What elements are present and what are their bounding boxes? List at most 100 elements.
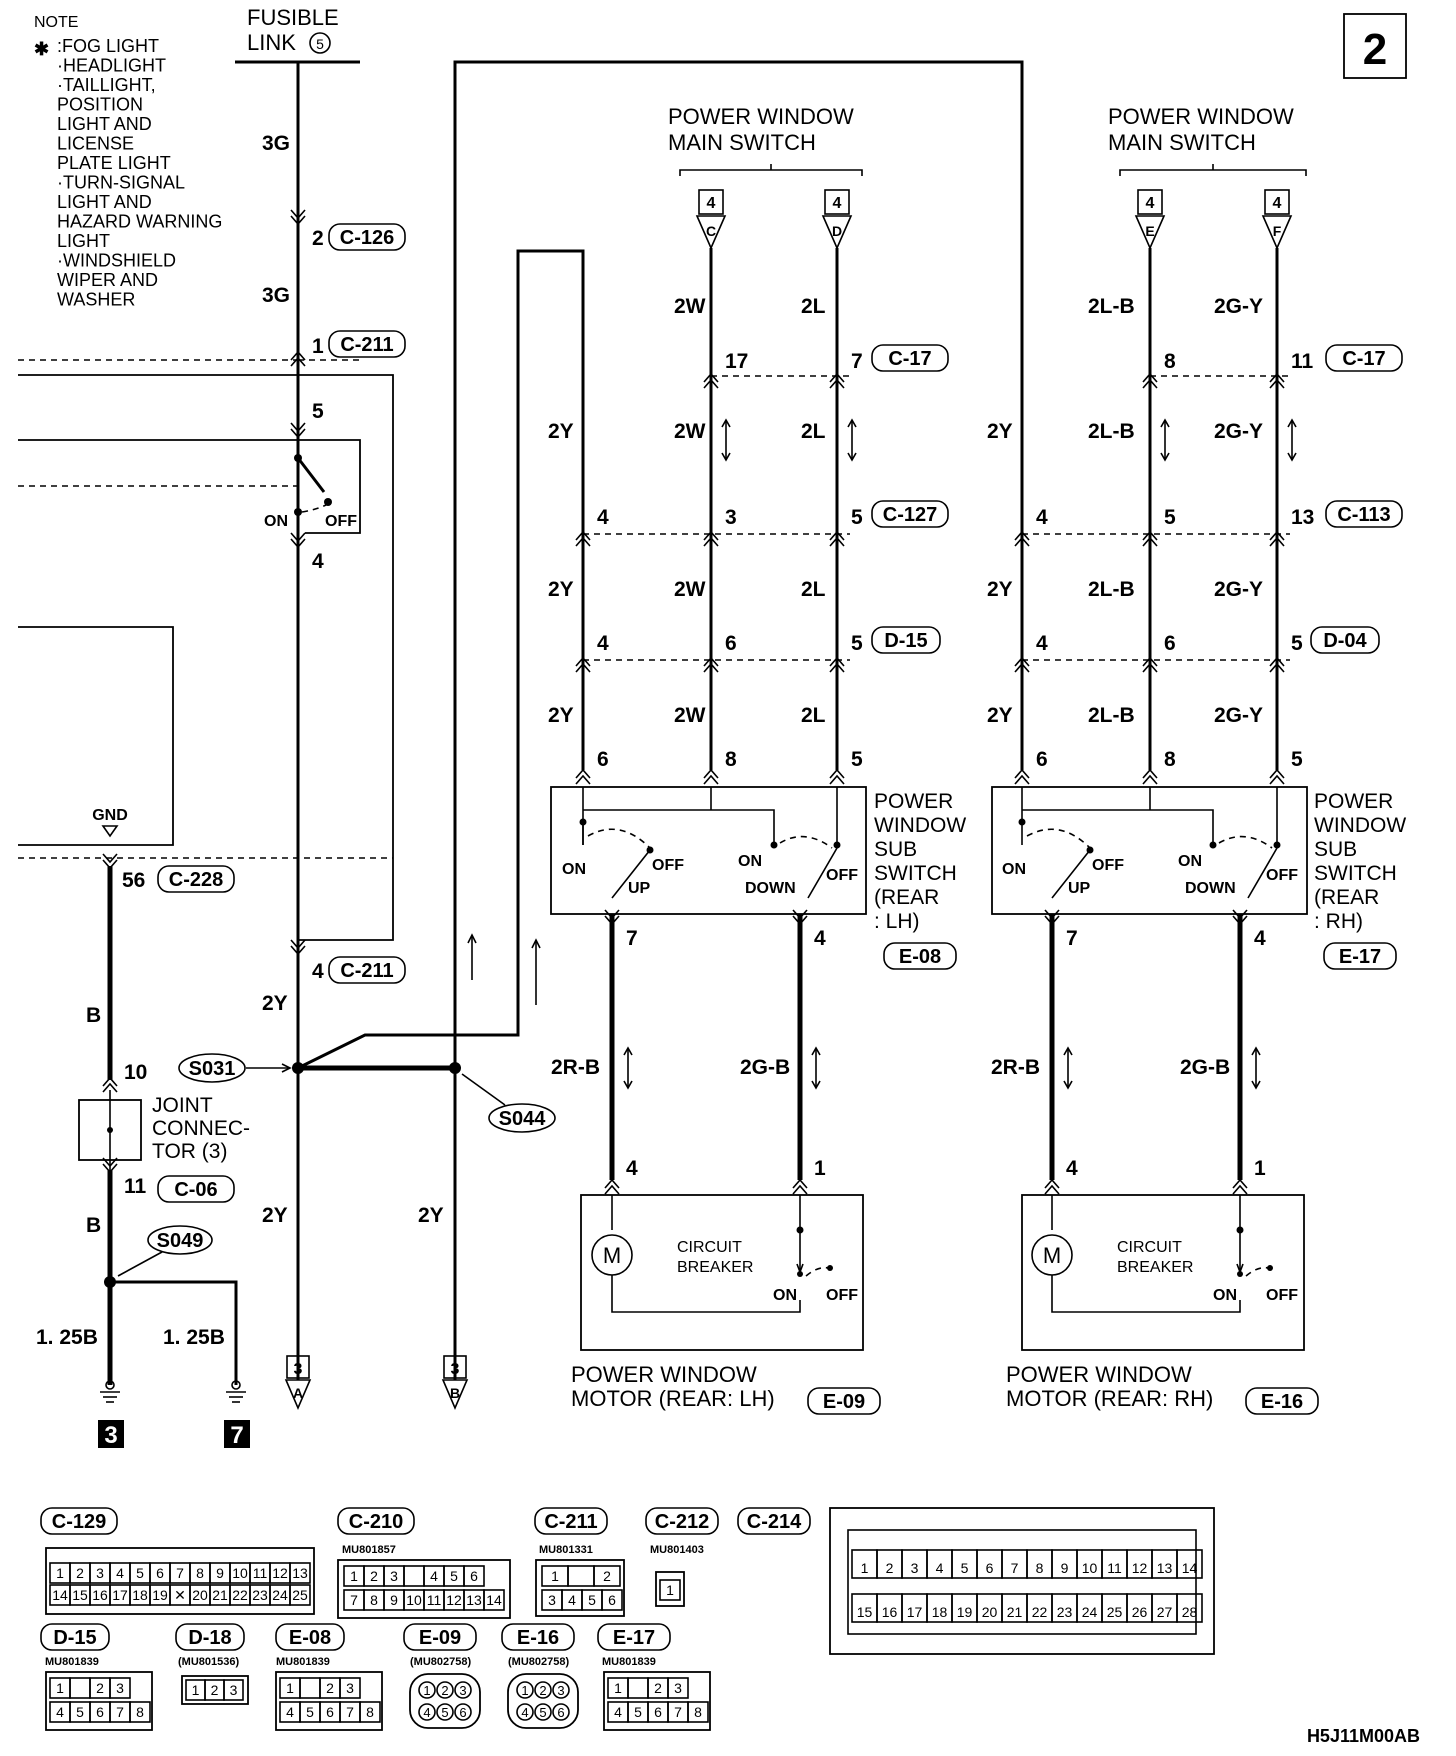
svg-text:5: 5 <box>306 1704 314 1720</box>
note-line: PLATE LIGHT <box>57 153 171 173</box>
connector-pin-round: 2 <box>534 1681 552 1699</box>
connector-ref-d04: D-04 <box>1310 626 1380 654</box>
svg-text:OFF: OFF <box>1266 1287 1298 1304</box>
svg-text:OFF: OFF <box>826 1287 858 1304</box>
svg-text:C-126: C-126 <box>340 227 394 249</box>
connector-pin-cell: ✕ <box>169 1584 191 1606</box>
connector-part-number: MU801839 <box>602 1656 656 1668</box>
svg-text:5: 5 <box>441 1705 448 1720</box>
svg-text:6: 6 <box>597 748 609 771</box>
wire-label-3g-b: 3G <box>262 284 290 307</box>
svg-text:2L: 2L <box>801 295 826 318</box>
svg-text:ON: ON <box>1213 1287 1237 1304</box>
svg-text:SWITCH: SWITCH <box>1314 862 1397 885</box>
connector-pin-cell: 1 <box>659 1579 681 1601</box>
svg-text:8: 8 <box>1036 1560 1044 1576</box>
svg-text:7: 7 <box>350 1592 358 1608</box>
svg-text:6: 6 <box>1036 748 1048 771</box>
svg-text:25: 25 <box>292 1587 308 1603</box>
connector-ref-d15: D-15 <box>871 626 941 654</box>
svg-text:4: 4 <box>707 195 716 212</box>
right-rear-circuit: POWER WINDOW MAIN SWITCH 4 E 4 F 2L-B 2G… <box>987 104 1406 1415</box>
page-number-box <box>1343 13 1407 79</box>
svg-text:2W: 2W <box>674 295 706 318</box>
connector-pin-cell: 1 <box>185 1679 206 1701</box>
svg-text:20: 20 <box>982 1604 998 1620</box>
svg-text:8: 8 <box>694 1704 702 1720</box>
connector-pin-cell: 13 <box>1151 1549 1178 1579</box>
svg-text:8: 8 <box>370 1592 378 1608</box>
svg-text:4: 4 <box>1066 1157 1078 1180</box>
svg-text:13: 13 <box>1157 1560 1173 1576</box>
svg-text:22: 22 <box>232 1587 248 1603</box>
svg-text:6: 6 <box>1164 632 1176 655</box>
svg-text:1: 1 <box>56 1565 64 1581</box>
connector-pin-cell: 10 <box>229 1562 251 1584</box>
svg-text:4: 4 <box>833 195 842 212</box>
note-list: :FOG LIGHT·HEADLIGHT·TAILLIGHT,POSITIONL… <box>57 36 222 310</box>
connector-pin-cell: 19 <box>951 1593 978 1623</box>
connector-ref-c06: C-06 <box>157 1175 235 1203</box>
svg-text:2: 2 <box>370 1568 378 1584</box>
splice-s031: S031 <box>178 1053 246 1083</box>
terminal-page3-b: 3 B <box>441 1355 469 1411</box>
ground-symbol-7: 7 <box>224 1380 250 1449</box>
svg-text:E-17: E-17 <box>613 1627 655 1649</box>
svg-text:1: 1 <box>814 1157 826 1180</box>
svg-text:1: 1 <box>666 1582 674 1598</box>
pin-label: 1 <box>312 335 324 358</box>
connector-pin-cell: 20 <box>189 1584 211 1606</box>
svg-text:2R-B: 2R-B <box>991 1056 1040 1079</box>
pin-label: 10 <box>124 1061 147 1084</box>
svg-text:CIRCUIT: CIRCUIT <box>1117 1239 1182 1256</box>
connector-pin-cell: 6 <box>463 1565 485 1587</box>
note-line: WASHER <box>57 290 135 310</box>
connector-pin-round: 3 <box>552 1681 570 1699</box>
svg-text:2Y: 2Y <box>987 420 1013 443</box>
ground-symbol-3: 3 <box>98 1380 124 1449</box>
connector-pin-cell: 8 <box>687 1701 709 1723</box>
note-line: WIPER AND <box>57 270 158 290</box>
svg-text:2L-B: 2L-B <box>1088 295 1135 318</box>
connector-pin-cell: 2 <box>69 1562 91 1584</box>
connector-pin-cell: 4 <box>926 1549 953 1579</box>
connector-ref-c127: C-127 <box>871 500 949 528</box>
connector-view-label-e09: E-09 <box>403 1623 477 1651</box>
connector-pin-cell: 5 <box>627 1701 649 1723</box>
svg-text:13: 13 <box>1291 506 1314 529</box>
svg-text:1: 1 <box>350 1568 358 1584</box>
connector-pin-cell: 2 <box>647 1677 669 1699</box>
wire-label-125b: 1. 25B <box>36 1326 98 1349</box>
svg-text:F: F <box>1273 223 1282 239</box>
svg-text:2L: 2L <box>801 578 826 601</box>
connector-pin-cell: 18 <box>926 1593 953 1623</box>
svg-text:2: 2 <box>326 1680 334 1696</box>
svg-text:SUB: SUB <box>874 838 917 861</box>
connector-pin-cell: 3 <box>901 1549 928 1579</box>
svg-text:2W: 2W <box>674 578 706 601</box>
svg-text:25: 25 <box>1107 1604 1123 1620</box>
svg-text:2Y: 2Y <box>548 578 574 601</box>
connector-pin-cell: 2 <box>593 1565 621 1587</box>
svg-text:3: 3 <box>230 1682 238 1698</box>
svg-text:12: 12 <box>1132 1560 1148 1576</box>
svg-text:ON: ON <box>1178 853 1202 870</box>
note-line: HAZARD WARNING <box>57 212 222 232</box>
svg-text:2: 2 <box>886 1560 894 1576</box>
svg-text:M: M <box>1043 1243 1061 1268</box>
connector-pin-round: 5 <box>436 1703 454 1721</box>
svg-text:MOTOR (REAR: LH): MOTOR (REAR: LH) <box>571 1386 775 1411</box>
connector-pin-cell: 1 <box>541 1565 569 1587</box>
svg-text:3: 3 <box>96 1565 104 1581</box>
connector-pin-cell: 1 <box>851 1549 878 1579</box>
connector-ref-c17-rh: C-17 <box>1325 344 1403 372</box>
svg-text:S031: S031 <box>189 1058 236 1080</box>
connector-pin-cell <box>567 1565 595 1587</box>
connector-pin-cell: 10 <box>1076 1549 1103 1579</box>
connector-pin-cell: 6 <box>149 1562 171 1584</box>
connector-pin-cell: 24 <box>269 1584 291 1606</box>
connector-pin-cell: 14 <box>483 1589 505 1611</box>
connector-pin-cell: 7 <box>1001 1549 1028 1579</box>
